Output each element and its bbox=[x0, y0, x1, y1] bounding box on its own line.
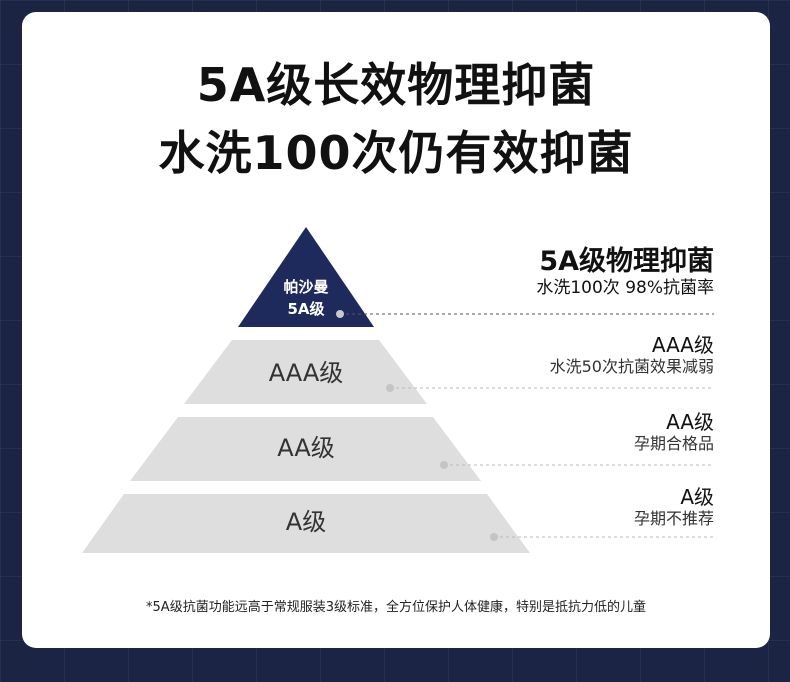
tier-label-aaa: AAA级 bbox=[268, 359, 344, 387]
leader-dot-apex bbox=[336, 310, 344, 318]
description-aaa-title: AAA级 bbox=[651, 333, 714, 357]
description-5a-subtitle: 水洗100次 98%抗菌率 bbox=[536, 278, 714, 299]
apex-label-brand: 帕沙曼 bbox=[283, 278, 329, 296]
leader-dot-aa bbox=[440, 461, 448, 469]
pyramid-graphic bbox=[82, 227, 714, 553]
leader-dot-a bbox=[490, 533, 498, 541]
pyramid-tier-aaa bbox=[184, 340, 427, 404]
headline-line-1: 5A级长效物理抑菌 bbox=[196, 58, 596, 112]
leader-dot-aaa bbox=[386, 384, 394, 392]
pyramid-tier-aa bbox=[130, 417, 481, 481]
headline-line-2: 水洗100次仍有效抑菌 bbox=[158, 126, 634, 180]
description-5a-title: 5A级物理抑菌 bbox=[539, 246, 714, 277]
description-aa: AA级 孕期合格品 bbox=[634, 410, 714, 455]
description-a-title: A级 bbox=[680, 485, 714, 509]
description-aaa: AAA级 水洗50次抗菌效果减弱 bbox=[550, 333, 714, 378]
tier-label-a: A级 bbox=[285, 508, 327, 536]
info-card: 5A级长效物理抑菌 水洗100次仍有效抑菌 帕沙曼 5A级 AAA级 AA级 A… bbox=[22, 12, 770, 648]
tier-label-aa: AA级 bbox=[277, 434, 335, 462]
apex-label: 帕沙曼 5A级 bbox=[256, 276, 356, 320]
description-aaa-subtitle: 水洗50次抗菌效果减弱 bbox=[549, 357, 714, 376]
description-a: A级 孕期不推荐 bbox=[634, 485, 714, 530]
description-a-subtitle: 孕期不推荐 bbox=[633, 509, 714, 528]
footnote: *5A级抗菌功能远高于常规服装3级标准，全方位保护人体健康，特别是抵抗力低的儿童 bbox=[146, 600, 646, 615]
description-aa-subtitle: 孕期合格品 bbox=[633, 434, 714, 453]
apex-label-grade: 5A级 bbox=[287, 300, 325, 318]
pyramid-apex bbox=[238, 227, 374, 327]
pyramid-tier-a bbox=[82, 494, 530, 553]
description-5a: 5A级物理抑菌 水洗100次 98%抗菌率 bbox=[536, 246, 714, 299]
description-aa-title: AA级 bbox=[666, 410, 714, 434]
